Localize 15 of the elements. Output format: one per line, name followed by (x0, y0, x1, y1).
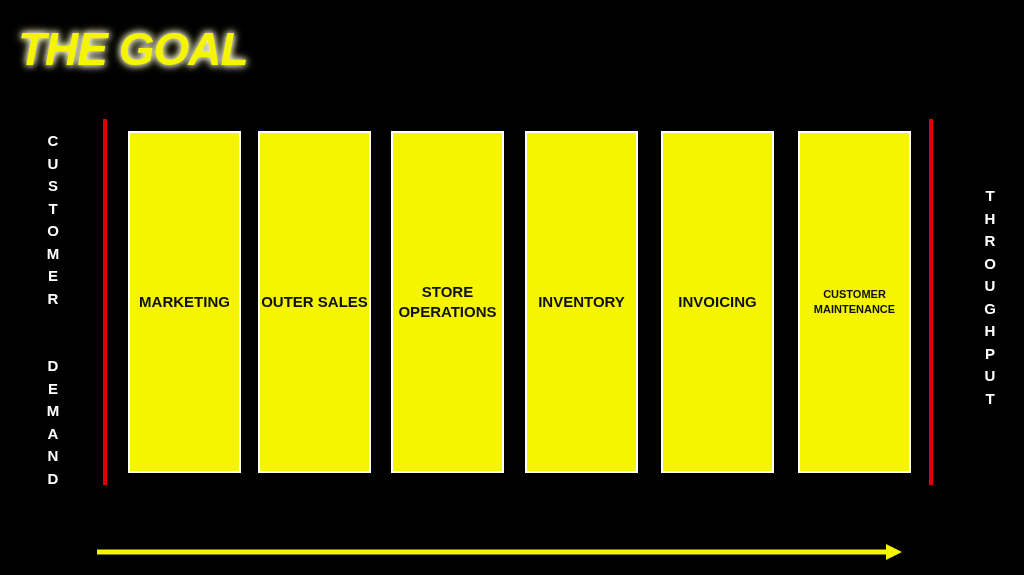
box-label: INVENTORY (538, 292, 625, 312)
box-label: OUTER SALES (261, 292, 368, 312)
process-box (798, 131, 911, 473)
box-label: STORE OPERATIONS (397, 282, 498, 322)
vertical-label: THROUGHPUT (983, 186, 997, 409)
box-label: CUSTOMER MAINTENANCE (812, 287, 897, 317)
process-box (258, 131, 371, 473)
box-label: MARKETING (139, 292, 230, 312)
process-box (391, 131, 504, 473)
vertical-label: CUSTOMER DEMAND (45, 131, 61, 489)
box-label: INVOICING (678, 292, 757, 312)
process-box (525, 131, 638, 473)
process-box (661, 131, 774, 473)
process-box (128, 131, 241, 473)
title: THE GOAL (18, 22, 248, 76)
